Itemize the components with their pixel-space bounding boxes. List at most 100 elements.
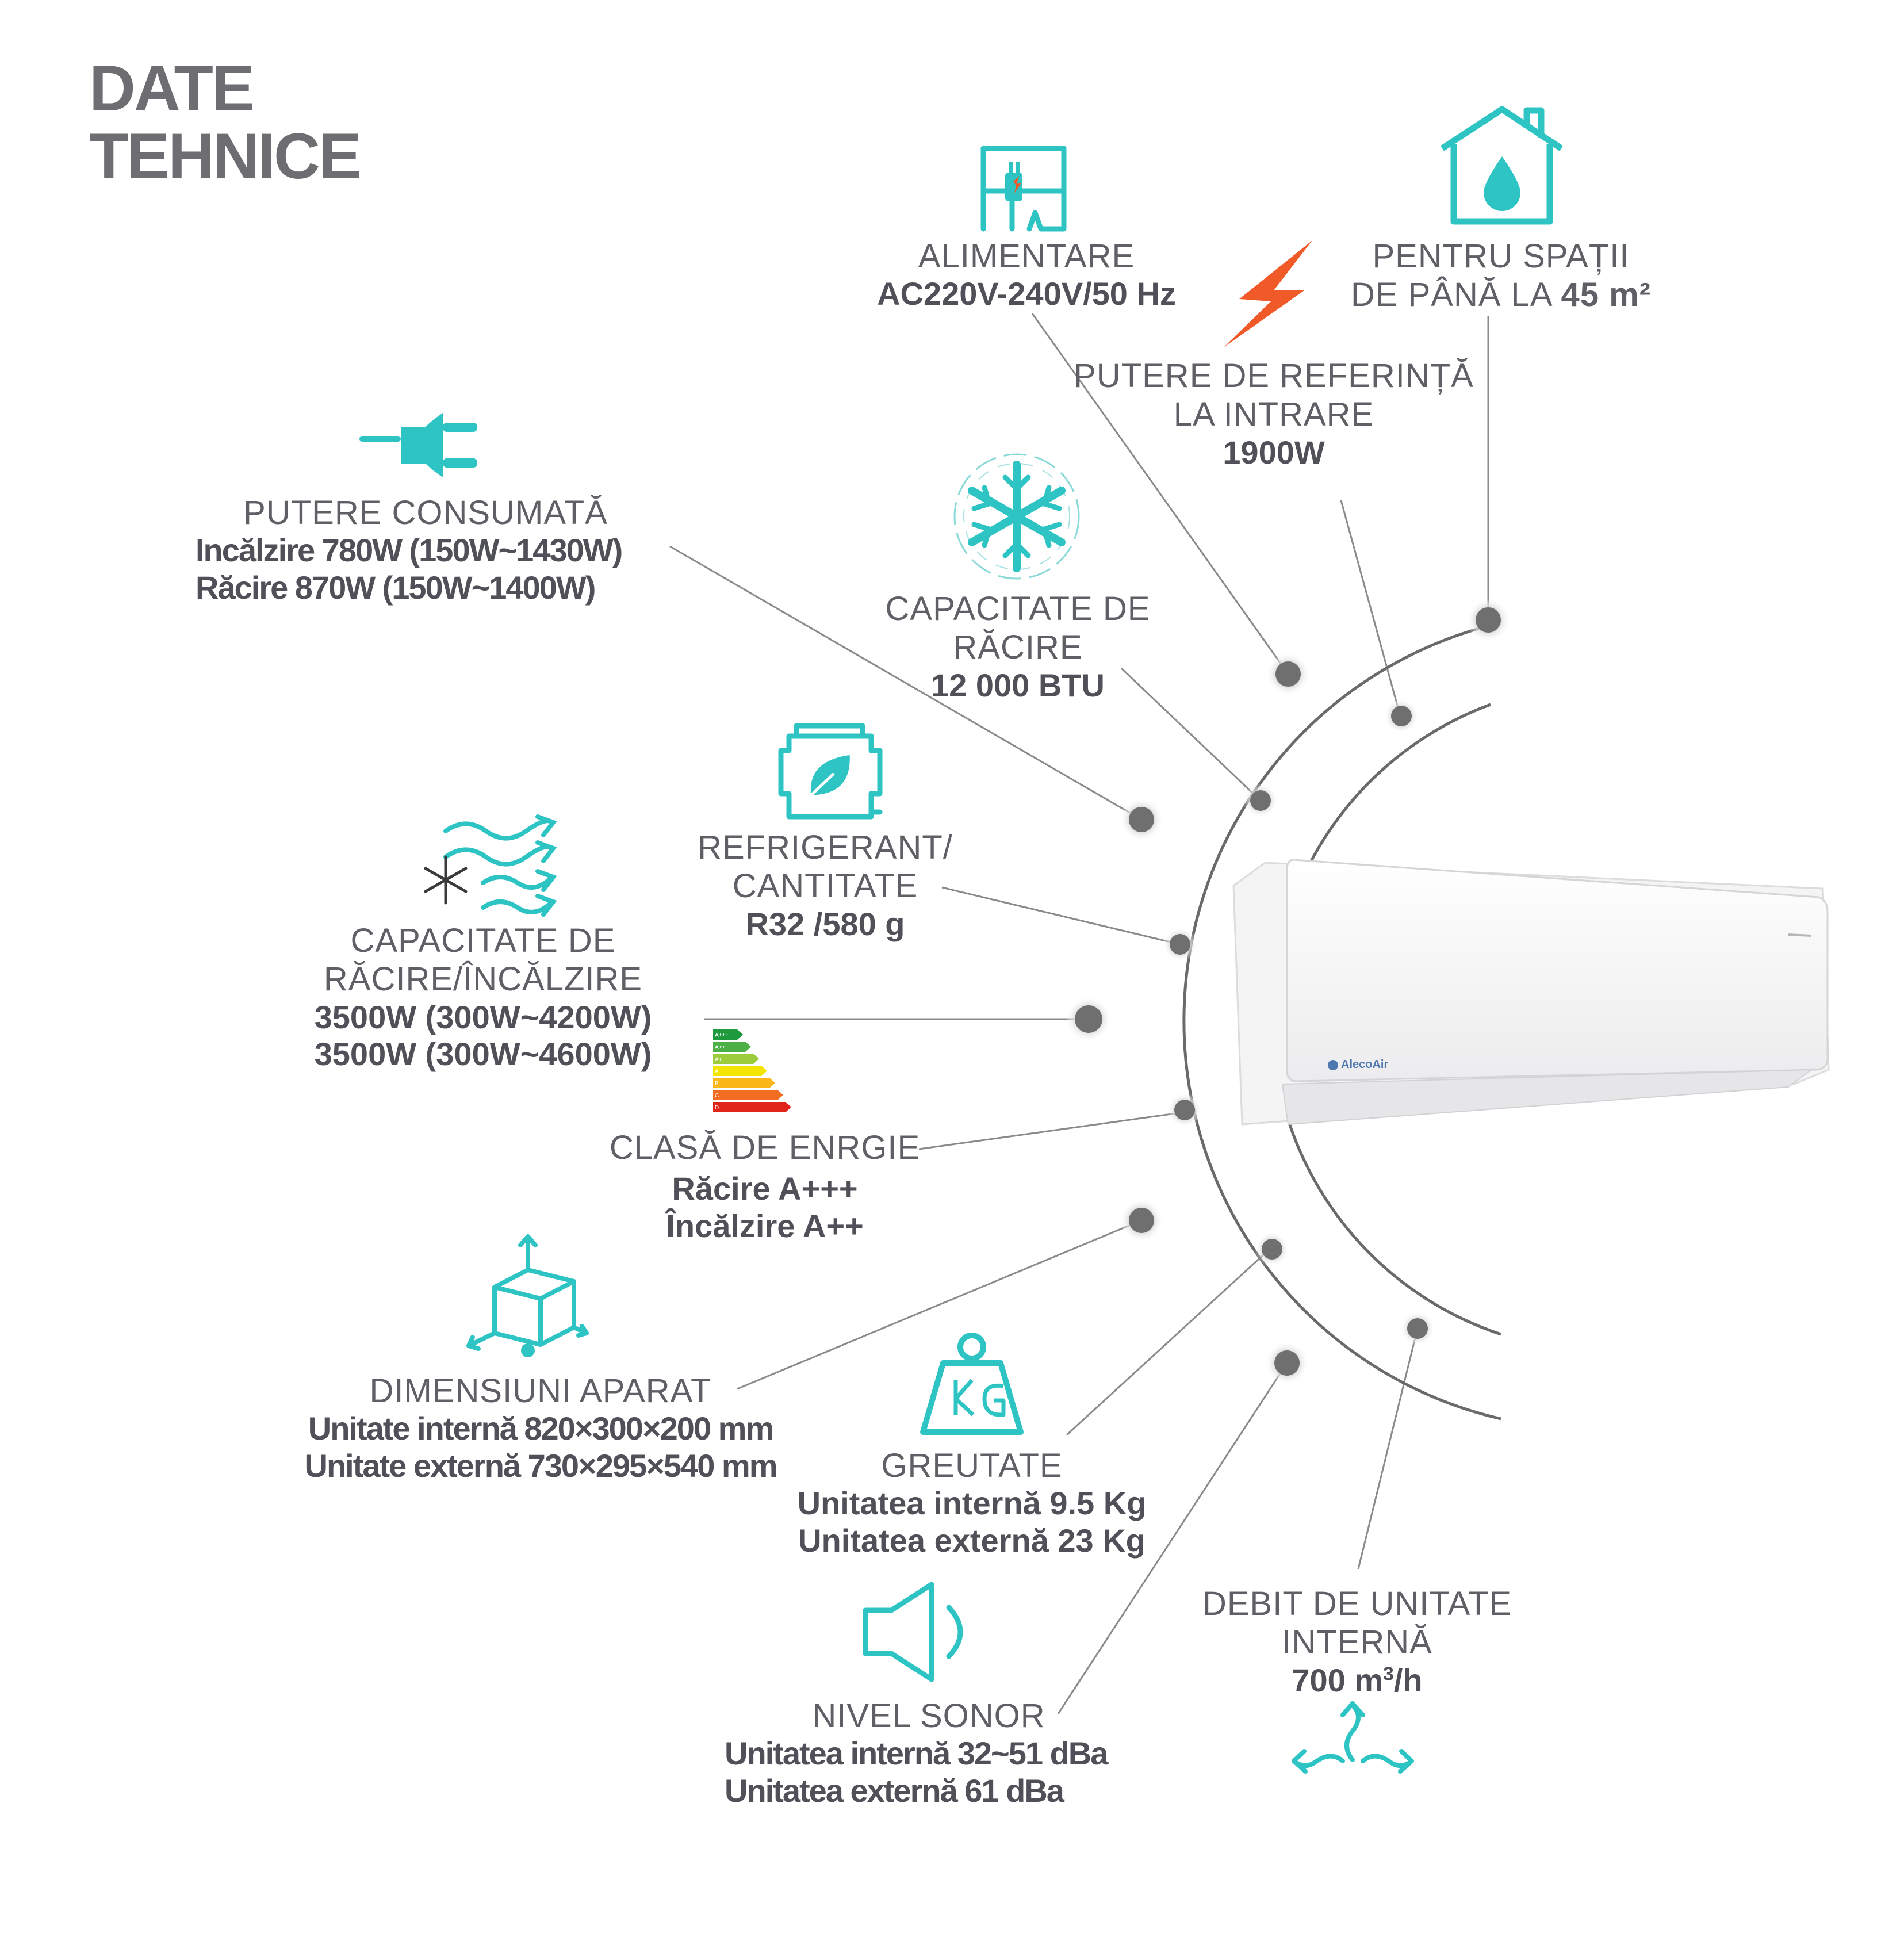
spec-title: PUTERE DE REFERINȚĂ	[1074, 357, 1474, 395]
spec-value: Unitate externă 730×295×540 mm	[304, 1448, 778, 1484]
spec-supply: ALIMENTARE AC220V-240V/50 Hz	[831, 237, 1222, 313]
brand-logo-icon	[1328, 1060, 1338, 1070]
spec-title: ALIMENTARE	[918, 238, 1135, 275]
spec-title: CANTITATE	[732, 867, 918, 905]
spec-value: Unitatea internă 9.5 Kg	[797, 1485, 1147, 1522]
spec-title-line-2: DE PÂNĂ LA 45 m²	[1317, 275, 1685, 314]
node-dot	[1120, 798, 1163, 841]
spec-value: R32 /580 g	[745, 905, 905, 942]
spec-title: RĂCIRE/ÎNCĂLZIRE	[323, 960, 643, 998]
connector-line	[669, 545, 1142, 821]
energy-bar	[713, 1102, 791, 1112]
spec-reference-power: PUTERE DE REFERINȚĂ LA INTRARE 1900W	[1061, 357, 1487, 471]
spec-cooling-capacity: CAPACITATE DE RĂCIRE 12 000 BTU	[845, 589, 1190, 704]
spec-value: 1900W	[1223, 434, 1325, 470]
spec-value: AC220V-240V/50 Hz	[877, 275, 1176, 312]
energy-bar-label: B	[715, 1081, 719, 1087]
node-dot	[1266, 652, 1310, 696]
connector-line	[1057, 1362, 1288, 1714]
spec-value: 3500W (300W~4200W)	[314, 998, 652, 1035]
spec-heating-cooling-capacity: CAPACITATE DE RĂCIRE/ÎNCĂLZIRE 3500W (30…	[276, 921, 690, 1073]
title-line-2: TEHNICE	[89, 120, 362, 192]
spec-value: Răcire 870W (150W~1400W)	[196, 569, 596, 606]
nodes	[1066, 598, 1510, 1385]
node-dot	[1255, 1232, 1289, 1266]
spec-value: Unitatea externă 61 dBa	[725, 1773, 1064, 1809]
energy-bar-label: A	[715, 1069, 719, 1075]
power-socket-icon	[980, 146, 1067, 232]
power-socket-plug	[1005, 162, 1022, 201]
spec-value: Incălzire 780W (150W~1430W)	[196, 532, 623, 569]
air-conditioner-unit	[1232, 859, 1830, 1126]
spec-title: CAPACITATE DE	[885, 590, 1151, 627]
spec-value: 45 m²	[1561, 276, 1652, 314]
spec-value: Unitatea externă 23 Kg	[798, 1522, 1146, 1559]
spec-weight: GREUTATE Unitatea internă 9.5 Kg Unitate…	[759, 1446, 1185, 1560]
house-water-drop-icon	[1440, 106, 1564, 225]
connector-line	[1066, 1247, 1272, 1436]
energy-bar	[713, 1054, 759, 1064]
spec-value: Unitatea internă 32~51 dBa	[725, 1735, 1108, 1772]
spec-title: CAPACITATE DE	[350, 922, 616, 959]
kg-weight-icon	[920, 1333, 1024, 1435]
energy-bar-label: A+	[715, 1056, 722, 1063]
page-title: DATE TEHNICE	[89, 52, 362, 192]
node-dot	[1265, 1341, 1309, 1385]
energy-bar	[713, 1078, 775, 1088]
spec-title: PUTERE CONSUMATĂ	[243, 494, 608, 531]
airflow-arrows-icon	[1292, 1701, 1414, 1774]
snowflake-icon	[953, 453, 1080, 580]
node-dot	[1167, 1093, 1202, 1127]
connector-line	[1340, 500, 1401, 717]
lightning-bolt-icon	[1224, 240, 1312, 347]
spec-title: REFRIGERANT/	[698, 829, 953, 866]
connector-line	[1357, 1328, 1419, 1569]
energy-bar-label: A+++	[715, 1032, 729, 1039]
airflow-value-prefix: 700 m	[1292, 1662, 1384, 1698]
spec-title: PENTRU SPAȚII	[1372, 238, 1630, 275]
small-snowflake-icon	[424, 855, 468, 905]
spec-room-size: PENTRU SPAȚII DE PÂNĂ LA 45 m²	[1317, 237, 1685, 315]
spec-value: Unitate internă 820×300×200 mm	[308, 1410, 774, 1447]
spec-title: GREUTATE	[881, 1447, 1063, 1484]
energy-bar-label: A++	[715, 1044, 726, 1051]
connector-line	[737, 1219, 1142, 1390]
spec-value: 3500W (300W~4600W)	[314, 1036, 652, 1073]
spec-energy-class: CLASĂ DE ENRGIE Răcire A+++ Încălzire A+…	[592, 1128, 937, 1245]
connector-lines	[669, 313, 1489, 1714]
spec-title: RĂCIRE	[953, 629, 1083, 667]
spec-title: LA INTRARE	[1173, 396, 1374, 434]
brand-logo-text: AlecoAir	[1341, 1058, 1389, 1071]
airflow-value-suffix: /h	[1393, 1662, 1423, 1698]
node-dot	[1400, 1311, 1435, 1346]
connector-line	[918, 1112, 1181, 1150]
spec-title: DIMENSIUNI APARAT	[369, 1372, 712, 1410]
energy-bar-label: C	[715, 1093, 719, 1099]
outer-arc	[1182, 621, 1501, 1421]
spec-dimensions: DIMENSIUNI APARAT Unitate internă 820×30…	[253, 1372, 828, 1485]
node-dot	[1066, 996, 1112, 1042]
title-line-1: DATE	[89, 52, 255, 124]
box-dimensions-icon	[466, 1234, 589, 1357]
connector-line	[1120, 667, 1262, 802]
spec-airflow: DEBIT DE UNITATE INTERNĂ 700 m3/h	[1179, 1584, 1535, 1699]
plug-icon	[359, 413, 477, 477]
speaker-icon	[863, 1582, 963, 1682]
spec-value: Încălzire A++	[666, 1208, 864, 1245]
node-dot	[1466, 598, 1510, 642]
node-dot	[1384, 699, 1419, 733]
energy-bar	[713, 1090, 783, 1100]
spec-noise-level: NIVEL SONOR Unitatea internă 32~51 dBa U…	[704, 1697, 1153, 1810]
spec-title: NIVEL SONOR	[812, 1697, 1045, 1735]
spec-title-prefix: DE PÂNĂ LA	[1350, 276, 1561, 314]
node-dot	[1120, 1199, 1163, 1242]
spec-power-consumed: PUTERE CONSUMATĂ Incălzire 780W (150W~14…	[190, 493, 661, 607]
spec-title: DEBIT DE UNITATE	[1202, 1585, 1512, 1622]
node-dot	[1163, 927, 1197, 962]
energy-bar	[713, 1042, 751, 1052]
spec-refrigerant: REFRIGERANT/ CANTITATE R32 /580 g	[676, 828, 975, 943]
spec-title: INTERNĂ	[1282, 1624, 1432, 1662]
refrigerant-canister-icon	[778, 723, 883, 820]
